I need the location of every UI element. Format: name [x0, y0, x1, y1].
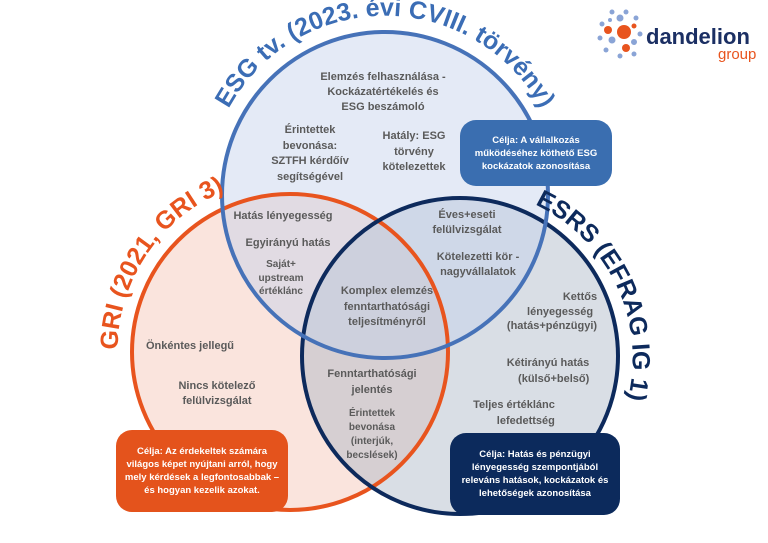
one-way-impact-label: Egyirányú hatás — [245, 237, 331, 249]
two-way-impact-label: Kétirányú hatás(külső+belső) — [506, 357, 590, 385]
esg-circle-outline — [220, 30, 550, 360]
obligated-label: Kötelezetti kör -nagyvállalatok — [436, 251, 520, 278]
logo-sub: group — [718, 46, 757, 63]
dandelion-logo: dandelion group — [596, 6, 768, 66]
esg-circle — [222, 32, 548, 358]
voluntary-label: Önkéntes jellegű — [145, 340, 235, 352]
dandelion-dots-icon — [597, 9, 643, 59]
esg-top-label: Elemzés felhasználása -Kockázatértékelés… — [320, 71, 446, 113]
logo-name: dandelion — [646, 24, 750, 49]
esg-goal-box: Célja: A vállalkozás működéséhez köthető… — [460, 120, 612, 186]
esrs-goal-box: Célja: Hatás és pénzügyi lényegesség sze… — [450, 433, 620, 515]
gri-goal-box: Célja: Az érdekeltek számára világos kép… — [116, 430, 288, 512]
gri-circle-outline — [130, 192, 450, 512]
impact-materiality-label: Hatás lényegesség — [233, 210, 333, 222]
